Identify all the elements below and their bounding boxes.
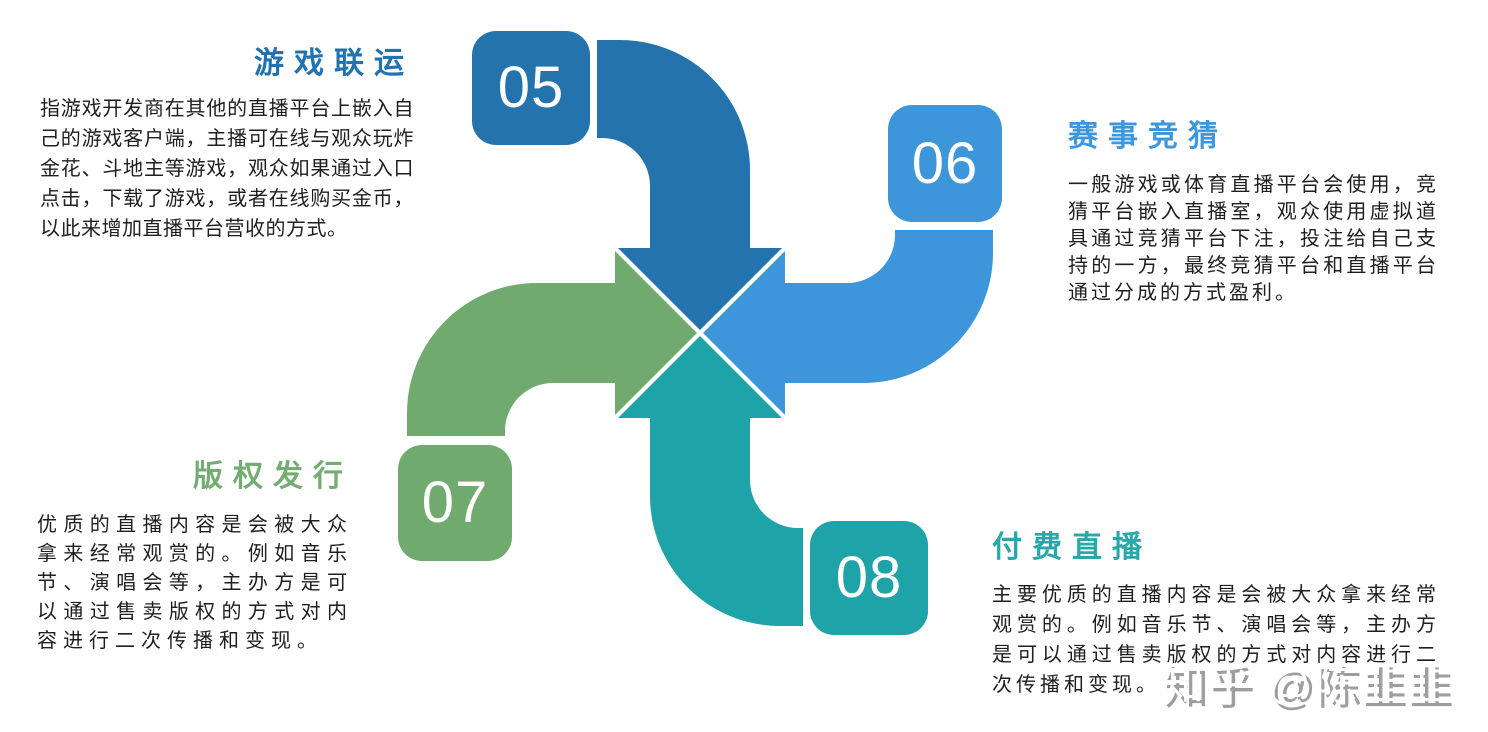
section-paid-live-streaming: 付费直播 主要优质的直播内容是会被大众拿来经常观赏的。例如音乐节、演唱会等，主办… [992,530,1440,700]
section-esports-betting: 赛事竞猜 一般游戏或体育直播平台会使用，竞猜平台嵌入直播室，观众使用虚拟道具通过… [1068,119,1439,307]
section-title: 版权发行 [193,460,353,493]
step-number: 06 [911,130,979,196]
step-number-badge-07: 07 [398,445,512,561]
section-title: 游戏联运 [254,47,414,80]
section-body: 优质的直播内容是会被大众拿来经常观赏的。例如音乐节、演唱会等，主办方是可以通过售… [37,514,353,652]
section-game-joint-operation: 游戏联运 指游戏开发商在其他的直播平台上嵌入自己的游戏客户端，主播可在线与观众玩… [40,46,414,244]
section-title: 赛事竞猜 [1068,120,1228,153]
step-number-badge-08: 08 [810,521,928,635]
section-title: 付费直播 [992,531,1152,564]
section-body: 指游戏开发商在其他的直播平台上嵌入自己的游戏客户端，主播可在线与观众玩炸金花、斗… [40,98,414,240]
step-number-badge-05: 05 [472,31,590,145]
section-body: 主要优质的直播内容是会被大众拿来经常观赏的。例如音乐节、演唱会等，主办方是可以通… [992,584,1440,696]
section-copyright-distribution: 版权发行 优质的直播内容是会被大众拿来经常观赏的。例如音乐节、演唱会等，主办方是… [37,459,353,656]
step-number: 05 [497,55,565,120]
zhihu-watermark: 知乎 @陈韭韭 [1160,660,1451,709]
step-number: 08 [835,545,903,610]
step-number-badge-06: 06 [888,105,1002,222]
section-body: 一般游戏或体育直播平台会使用，竞猜平台嵌入直播室，观众使用虚拟道具通过竞猜平台下… [1068,174,1439,304]
step-number: 07 [421,470,489,535]
